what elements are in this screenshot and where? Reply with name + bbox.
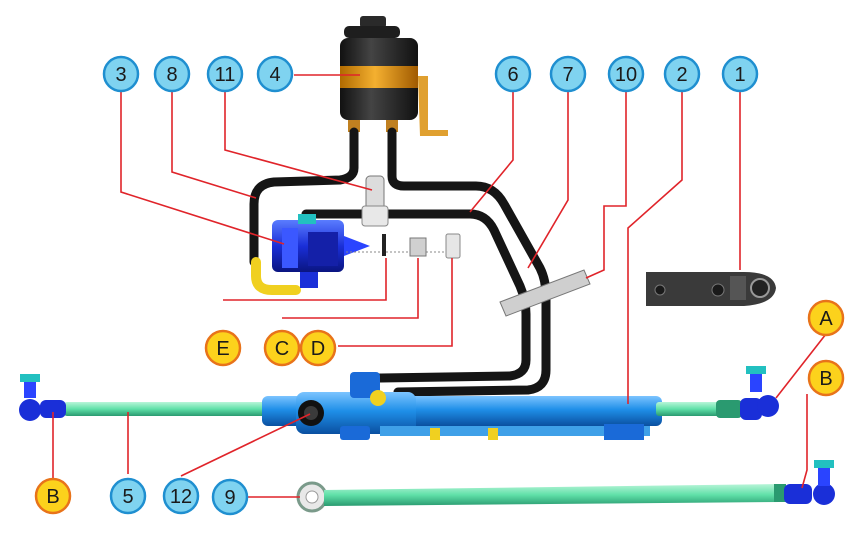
leader-lines [52,74,827,498]
callout-d: D [299,329,337,367]
callout-11: 11 [206,55,244,93]
callout-label: 12 [170,486,192,508]
callout-label: 6 [507,64,518,86]
callout-9: 9 [211,478,249,516]
callout-label: 2 [676,64,687,86]
drag-link-icon [296,460,835,513]
callout-label: C [275,338,289,360]
callout-5: 5 [109,477,147,515]
callout-6: 6 [494,55,532,93]
callout-label: D [311,338,325,360]
callout-a: A [807,299,845,337]
callout-10: 10 [607,55,645,93]
callout-label: E [216,338,229,360]
callout-e: E [204,329,242,367]
callout-1: 1 [721,55,759,93]
hose-bracket-icon [499,269,591,317]
callout-12: 12 [162,477,200,515]
callout-2: 2 [663,55,701,93]
callout-label: 5 [122,486,133,508]
callout-label: 1 [734,64,745,86]
callout-3: 3 [102,55,140,93]
callout-label: 11 [215,64,236,86]
reservoir-icon [340,16,448,136]
callout-label: 9 [224,487,235,509]
callout-label: 10 [615,64,637,86]
callout-7: 7 [549,55,587,93]
callout-label: 4 [269,64,280,86]
callout-label: B [819,368,832,390]
callout-4: 4 [256,55,294,93]
callout-c: C [263,329,301,367]
callout-b2: B [807,359,845,397]
exploded-parts [346,233,461,259]
callout-8: 8 [153,55,191,93]
hose-clip-icon [361,175,389,227]
callout-label: 7 [562,64,573,86]
pump-icon [251,214,370,295]
steering-rack-icon [19,366,779,440]
mount-bracket-icon [646,272,776,306]
callout-label: A [819,308,833,330]
callout-label: 8 [166,64,177,86]
callout-label: B [46,486,59,508]
callout-b1: B [34,477,72,515]
callout-label: 3 [115,64,126,86]
